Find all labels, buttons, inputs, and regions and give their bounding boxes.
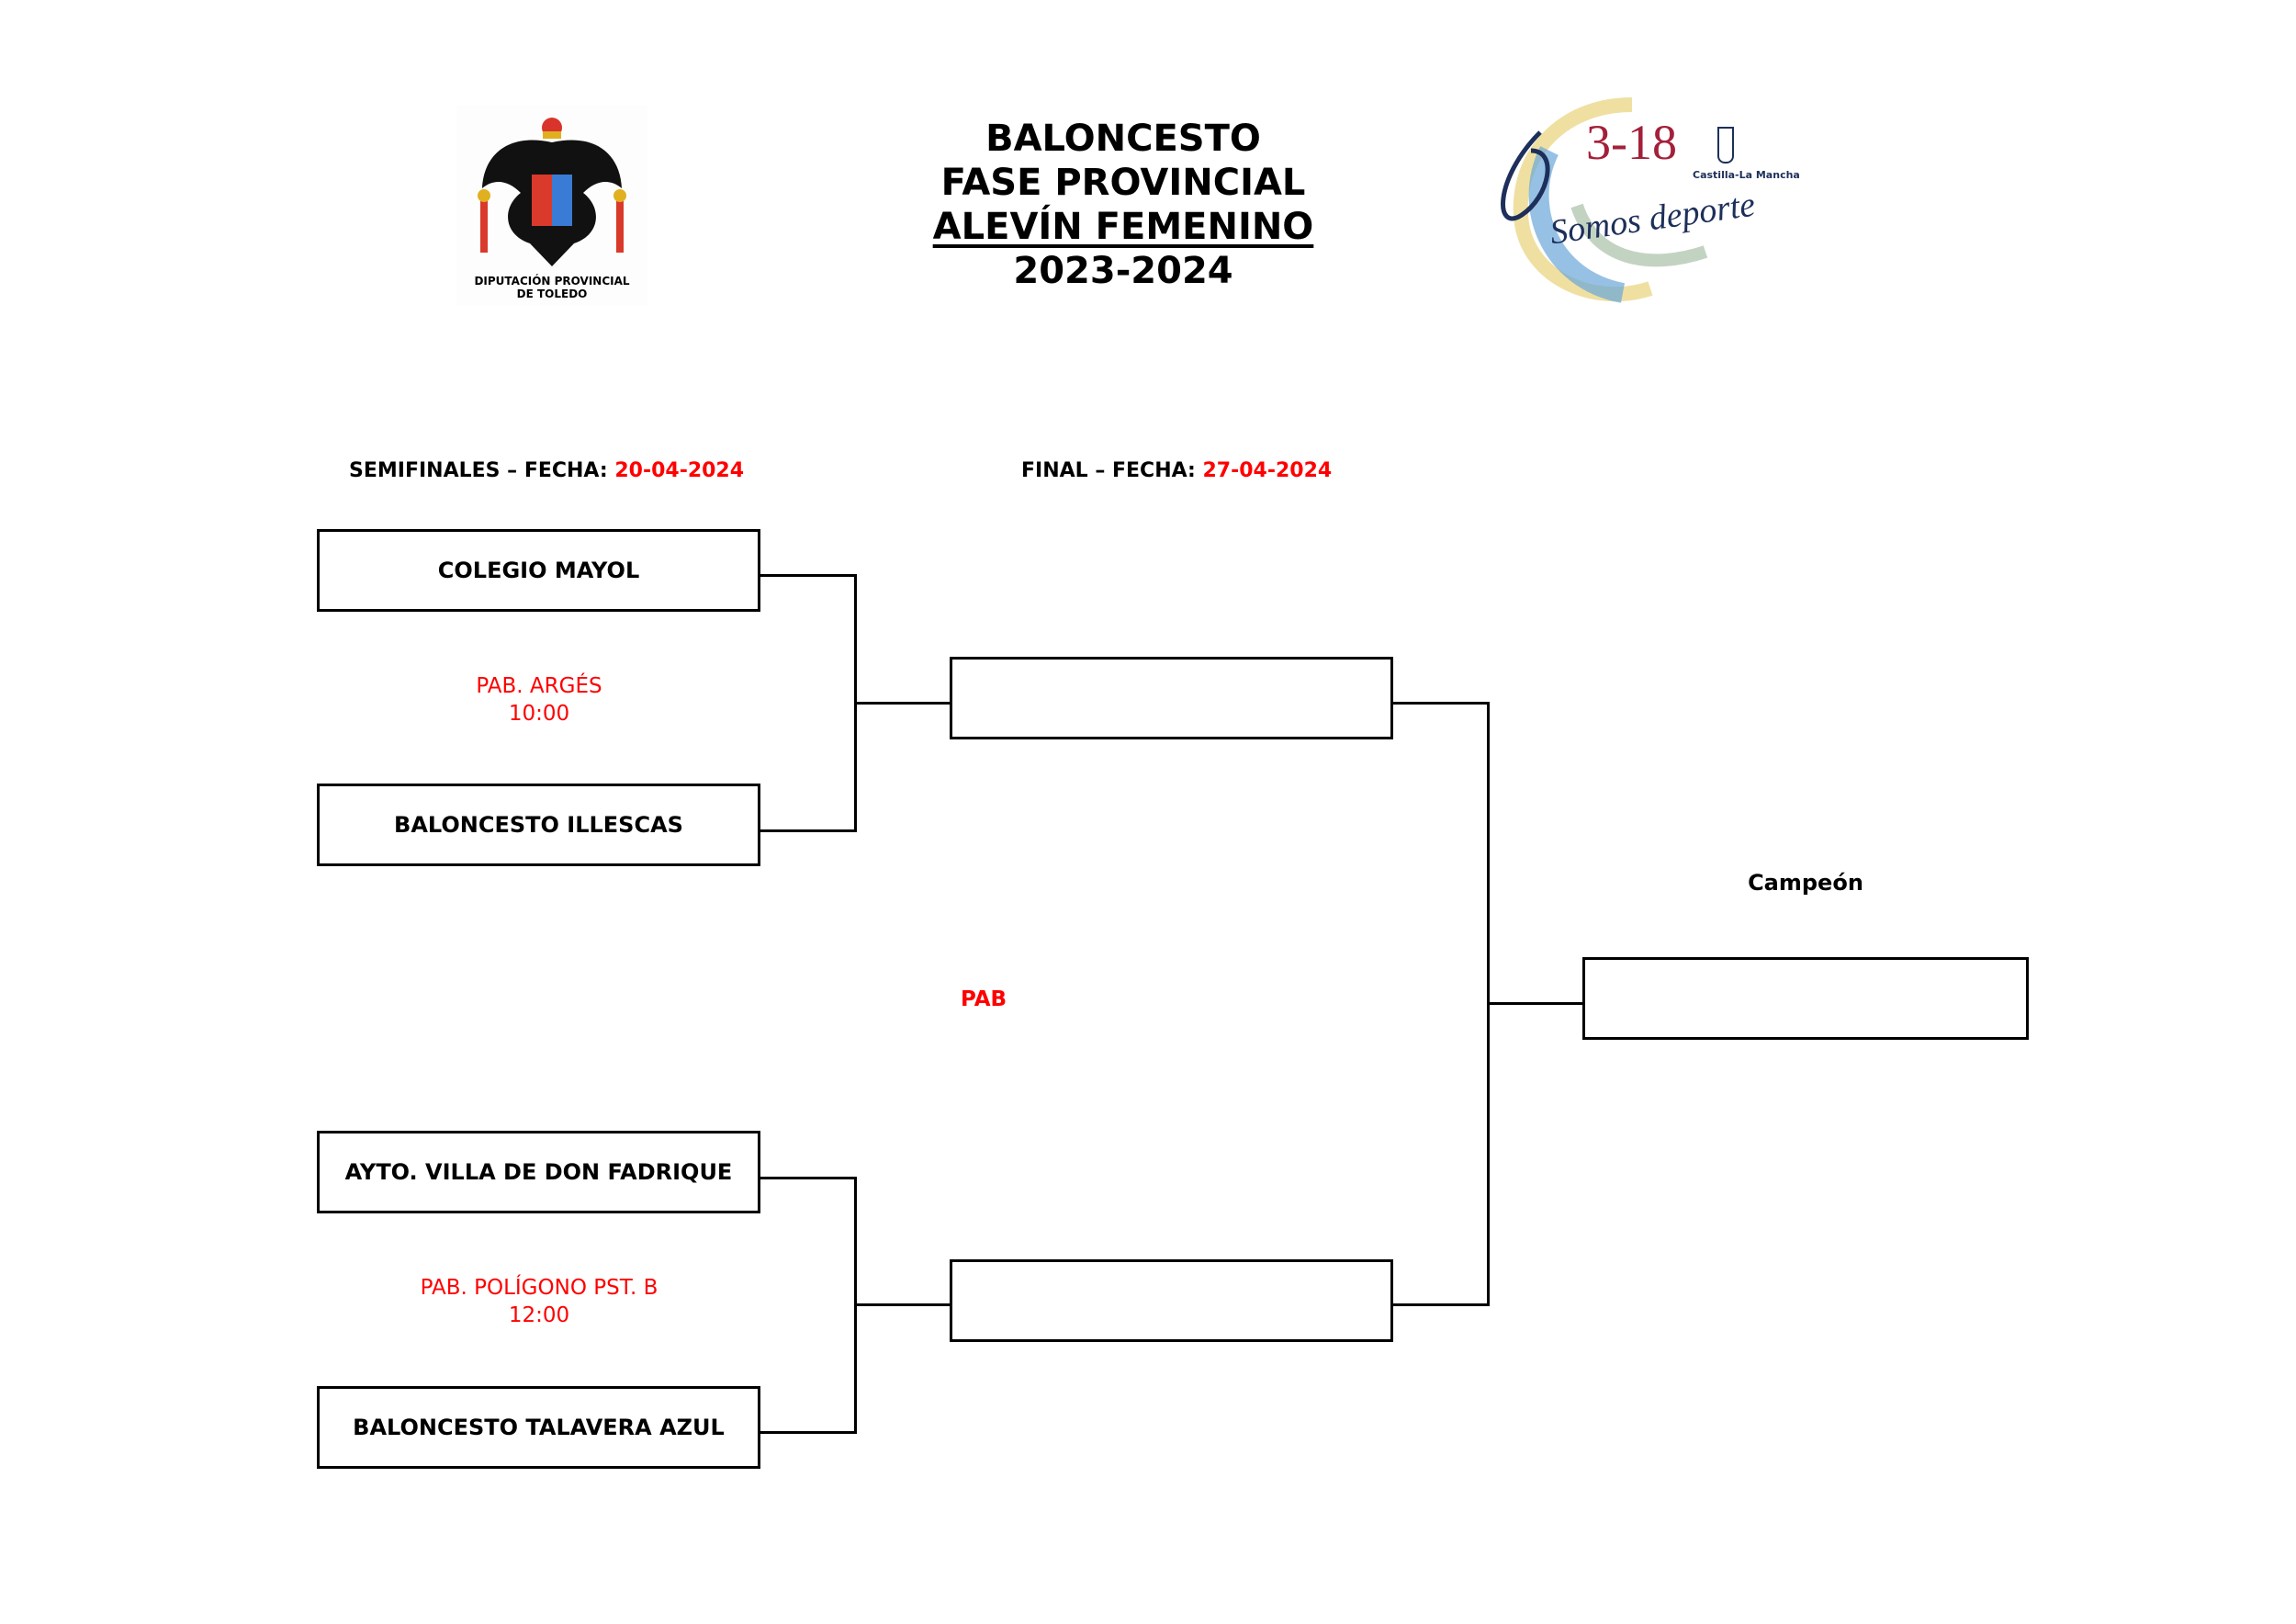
coat-of-arms-icon <box>478 118 626 266</box>
title-category: ALEVÍN FEMENINO <box>932 206 1314 248</box>
finalist-box-1 <box>950 657 1393 739</box>
final-venue: PAB <box>961 987 1007 1011</box>
semifinals-date: 20-04-2024 <box>614 459 745 482</box>
bracket-line <box>1487 1002 1584 1005</box>
title-season: 2023-2024 <box>1013 250 1233 292</box>
champion-label: Campeón <box>1748 870 1863 896</box>
bracket-line <box>760 1177 857 1179</box>
bracket-line <box>854 702 951 705</box>
team-box-ayto-villa-don-fadrique: AYTO. VILLA DE DON FADRIQUE <box>317 1131 760 1213</box>
team-box-colegio-mayol: COLEGIO MAYOL <box>317 529 760 612</box>
bracket-line <box>854 1303 951 1306</box>
somos-deporte-logo: 3-18 Somos deporte Castilla-La Mancha <box>1494 96 1854 312</box>
swirl-icon <box>1501 97 1708 303</box>
bracket-line <box>760 1431 857 1434</box>
final-date: 27-04-2024 <box>1202 459 1333 482</box>
final-heading: FINAL – FECHA: 27-04-2024 <box>1021 459 1333 482</box>
logo-text-line1: DIPUTACIÓN PROVINCIAL <box>474 275 630 288</box>
logo-big-text: 3-18 <box>1586 115 1677 170</box>
bracket-line <box>760 829 857 832</box>
finalist-box-2 <box>950 1259 1393 1342</box>
page-title: BALONCESTO FASE PROVINCIAL ALEVÍN FEMENI… <box>827 117 1420 293</box>
match1-time: 10:00 <box>508 702 570 726</box>
team-box-baloncesto-illescas: BALONCESTO ILLESCAS <box>317 784 760 866</box>
castilla-la-mancha-label: Castilla-La Mancha <box>1693 169 1800 181</box>
bracket-line <box>1393 1303 1490 1306</box>
castilla-la-mancha-emblem-icon <box>1717 127 1734 164</box>
semifinals-heading: SEMIFINALES – FECHA: 20-04-2024 <box>349 459 745 482</box>
diputacion-toledo-logo: DIPUTACIÓN PROVINCIAL DE TOLEDO <box>456 106 647 306</box>
champion-box <box>1582 957 2029 1040</box>
match2-time: 12:00 <box>508 1303 570 1327</box>
title-phase: FASE PROVINCIAL <box>940 162 1306 204</box>
bracket-line <box>1393 702 1490 705</box>
logo-text-line2: DE TOLEDO <box>516 288 588 300</box>
team-box-baloncesto-talavera-azul: BALONCESTO TALAVERA AZUL <box>317 1386 760 1469</box>
title-sport: BALONCESTO <box>985 118 1261 160</box>
bracket-line <box>760 574 857 577</box>
